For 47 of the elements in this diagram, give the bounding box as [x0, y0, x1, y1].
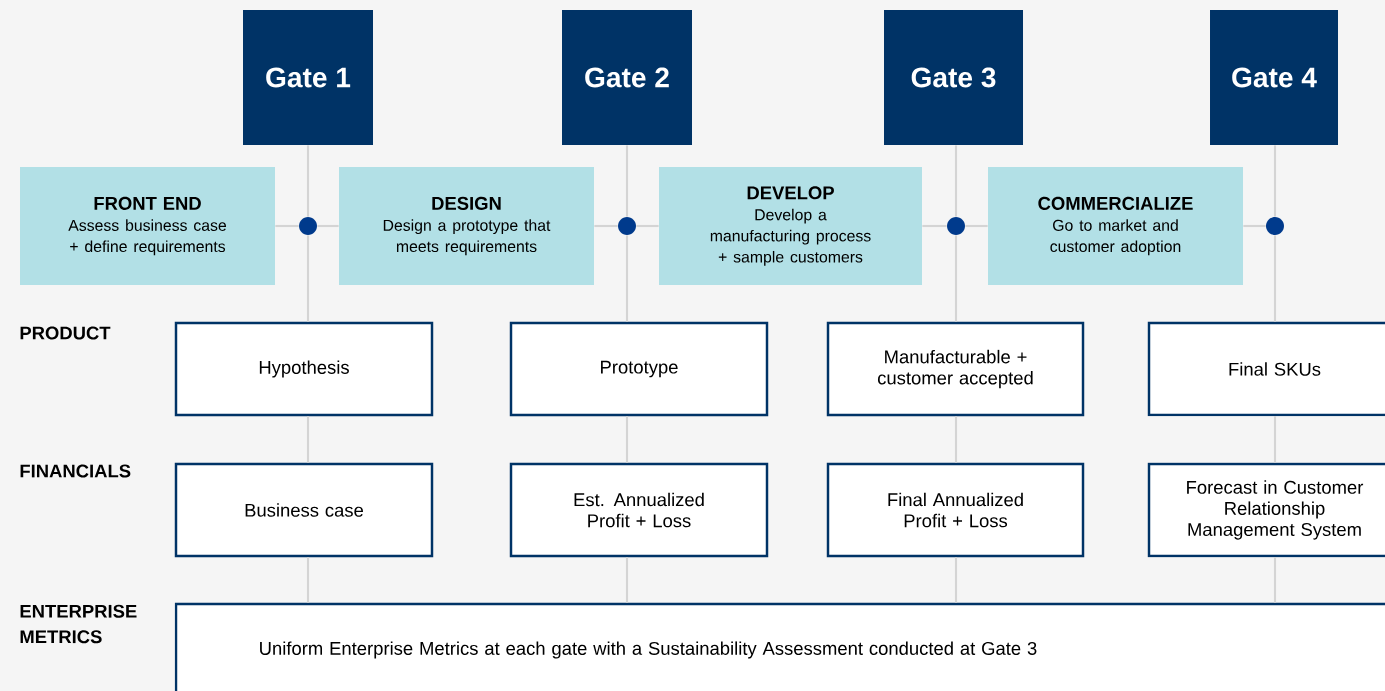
stage-output-box: Final Annualized Profit + Loss	[826, 462, 1085, 558]
junction-dot	[299, 217, 317, 235]
stage-output-box: Hypothesis	[174, 321, 434, 417]
junction-dot	[947, 217, 965, 235]
connector-line	[306, 235, 310, 322]
stage-box: DESIGN Design a prototype that meets requirements	[339, 167, 594, 285]
connector-line	[1273, 145, 1277, 217]
connector-line	[625, 557, 629, 603]
connector-line	[954, 235, 958, 322]
connector-line	[954, 557, 958, 603]
stage-output-box: Business case	[174, 462, 434, 558]
row-label: FINANCIALS	[20, 464, 131, 478]
connector-line	[625, 145, 629, 217]
junction-dot	[1266, 217, 1284, 235]
connector-line	[954, 416, 958, 463]
stage-output-box: Final SKUs	[1147, 321, 1385, 417]
metrics-box: Uniform Enterprise Metrics at each gate with a Sustainability Assessment conducted at Gate 3	[174, 602, 1385, 691]
gate-box: Gate 4	[1210, 10, 1338, 145]
stage-output-box: Est. Annualized Profit + Loss	[509, 462, 769, 558]
stage-output-box: Prototype	[509, 321, 769, 417]
stage-box: FRONT END Assess business case + define requirements	[20, 167, 275, 285]
connector-line	[922, 224, 947, 228]
connector-line	[965, 224, 988, 228]
connector-line	[306, 557, 310, 603]
connector-line	[317, 224, 339, 228]
connector-line	[625, 416, 629, 463]
connector-line	[1273, 416, 1277, 463]
junction-dot	[618, 217, 636, 235]
gate-box: Gate 2	[562, 10, 692, 145]
connector-line	[275, 224, 299, 228]
connector-line	[1273, 557, 1277, 603]
stage-box: COMMERCIALIZE Go to market and customer adoption	[988, 167, 1243, 285]
connector-line	[1273, 235, 1277, 322]
row-label: PRODUCT	[20, 326, 111, 340]
gate-box: Gate 1	[243, 10, 373, 145]
connector-line	[1243, 224, 1266, 228]
connector-line	[636, 224, 659, 228]
connector-line	[306, 416, 310, 463]
connector-line	[306, 145, 310, 217]
stage-output-box: Manufacturable + customer accepted	[826, 321, 1085, 417]
stage-box: DEVELOP Develop a manufacturing process + sample customers	[659, 167, 922, 285]
row-label: ENTERPRISE METRICS	[20, 604, 137, 644]
stage-output-box: Forecast in Customer Relationship Management System	[1147, 462, 1385, 558]
gate-box: Gate 3	[884, 10, 1023, 145]
connector-line	[954, 145, 958, 217]
connector-line	[625, 235, 629, 322]
connector-line	[594, 224, 618, 228]
